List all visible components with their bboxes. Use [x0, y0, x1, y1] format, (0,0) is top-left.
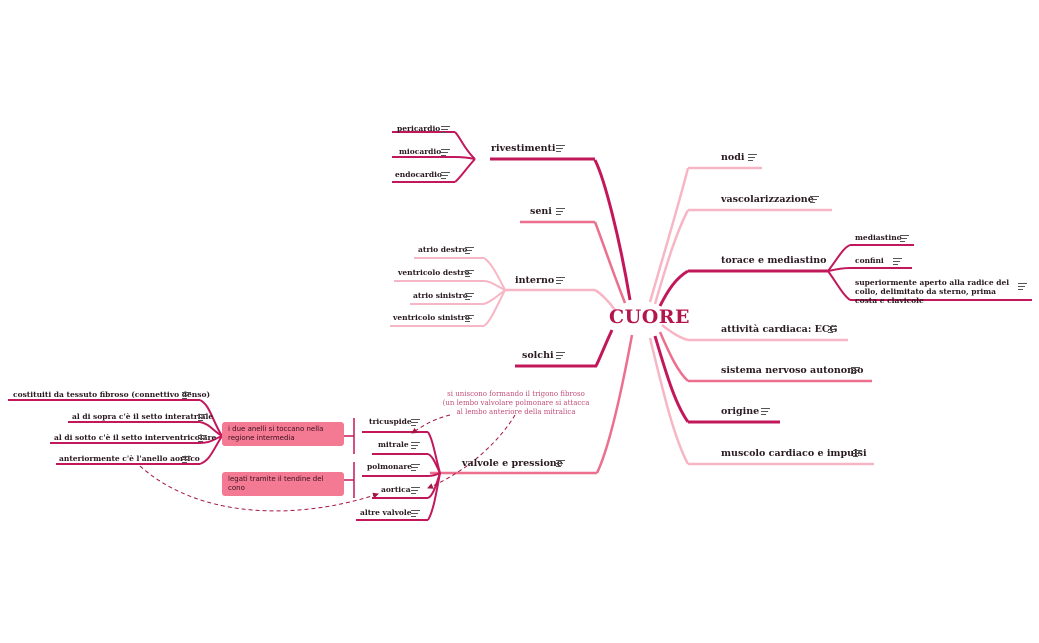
subtopic-endocardio[interactable]: endocardio: [395, 170, 442, 179]
subtopic-ventricolo-sinistro[interactable]: ventricolo sinistro: [393, 313, 470, 322]
notes-icon[interactable]: [556, 208, 565, 215]
subtopic-ventricolo-destro[interactable]: ventricolo destro: [398, 268, 470, 277]
notes-icon[interactable]: [441, 149, 450, 156]
subtopic-pericardio[interactable]: pericardio: [397, 124, 441, 133]
subtopic-mitrale[interactable]: mitrale: [378, 440, 409, 449]
topic-nodi[interactable]: nodi: [721, 152, 745, 163]
notes-icon[interactable]: [748, 154, 757, 161]
notes-icon[interactable]: [441, 172, 450, 179]
edge-seni: [593, 221, 627, 304]
notes-icon[interactable]: [900, 235, 909, 242]
notes-icon[interactable]: [853, 450, 862, 457]
subtopic-miocardio[interactable]: miocardio: [399, 147, 442, 156]
topic-torace-e-mediastino[interactable]: torace e mediastino: [721, 255, 827, 266]
notes-icon[interactable]: [465, 315, 474, 322]
notes-icon[interactable]: [761, 408, 770, 415]
edge-interno: [594, 288, 617, 311]
notes-icon[interactable]: [198, 414, 207, 421]
relationship-note-trigono-fibroso[interactable]: si uniscono formando il trigono fibroso …: [442, 390, 590, 416]
notes-icon[interactable]: [182, 392, 191, 399]
edge-solchi: [594, 329, 614, 367]
topic-attivita-cardiaca-ecg[interactable]: attività cardiaca: ECG: [721, 324, 838, 335]
notes-icon[interactable]: [441, 126, 450, 133]
notes-icon[interactable]: [556, 145, 565, 152]
subtopic-polmonare[interactable]: polmonare: [367, 462, 413, 471]
topic-valvole-e-pressione[interactable]: valvole e pressione: [462, 458, 563, 469]
subtopic-mediastino[interactable]: mediastino: [855, 233, 902, 242]
group-label-anelli[interactable]: i due anelli si toccano nella regione in…: [222, 422, 344, 446]
notes-icon[interactable]: [465, 293, 474, 300]
subtopic-atrio-sinistro[interactable]: atrio sinistro: [413, 291, 468, 300]
notes-icon[interactable]: [851, 367, 860, 374]
central-topic[interactable]: CUORE: [609, 306, 691, 328]
notes-icon[interactable]: [893, 258, 902, 265]
edge-valvole: [595, 334, 634, 474]
topic-solchi[interactable]: solchi: [522, 350, 554, 361]
subtopic-altre-valvole[interactable]: altre valvole: [360, 508, 412, 517]
topic-origine[interactable]: origine: [721, 406, 760, 417]
topic-rivestimenti[interactable]: rivestimenti: [491, 143, 556, 154]
notes-icon[interactable]: [182, 456, 191, 463]
subtopic-atrio-destro[interactable]: atrio destro: [418, 245, 468, 254]
notes-icon[interactable]: [411, 510, 420, 517]
group1-item-setto-interatriale[interactable]: al di sopra c'è il setto interatriale: [72, 412, 214, 421]
notes-icon[interactable]: [411, 419, 420, 426]
notes-icon[interactable]: [465, 247, 474, 254]
notes-icon[interactable]: [411, 487, 420, 494]
notes-icon[interactable]: [810, 196, 819, 203]
notes-icon[interactable]: [556, 277, 565, 284]
notes-icon[interactable]: [411, 464, 420, 471]
subtopic-confini[interactable]: confini: [855, 256, 884, 265]
edge-rivestimenti: [593, 159, 632, 301]
notes-icon[interactable]: [828, 326, 837, 333]
notes-icon[interactable]: [1018, 283, 1027, 290]
group1-item-anello-aortico[interactable]: anteriormente c'è l'anello aortico: [59, 454, 200, 463]
topic-muscolo-cardiaco-e-impulsi[interactable]: muscolo cardiaco e impulsi: [721, 448, 867, 459]
notes-icon[interactable]: [198, 435, 207, 442]
subtopic-aortica[interactable]: aortica: [381, 485, 411, 494]
topic-interno[interactable]: interno: [515, 275, 555, 286]
subtopic-superiormente-aperto[interactable]: superiormente aperto alla radice del col…: [855, 278, 1010, 305]
group1-item-setto-interventricolare[interactable]: al di sotto c'è il setto interventricola…: [54, 433, 217, 442]
notes-icon[interactable]: [411, 442, 420, 449]
notes-icon[interactable]: [465, 270, 474, 277]
group1-item-tessuto-fibroso[interactable]: costituiti da tessuto fibroso (connettiv…: [13, 390, 210, 399]
group-label-tendine-cono[interactable]: legati tramite il tendine del cono: [222, 472, 344, 496]
notes-icon[interactable]: [556, 352, 565, 359]
notes-icon[interactable]: [556, 460, 565, 467]
topic-sistema-nervoso-autonomo[interactable]: sistema nervoso autonomo: [721, 365, 864, 376]
topic-seni[interactable]: seni: [530, 206, 552, 217]
topic-vascolarizzazione[interactable]: vascolarizzazione: [721, 194, 814, 205]
subtopic-tricuspide[interactable]: tricuspide: [369, 417, 412, 426]
